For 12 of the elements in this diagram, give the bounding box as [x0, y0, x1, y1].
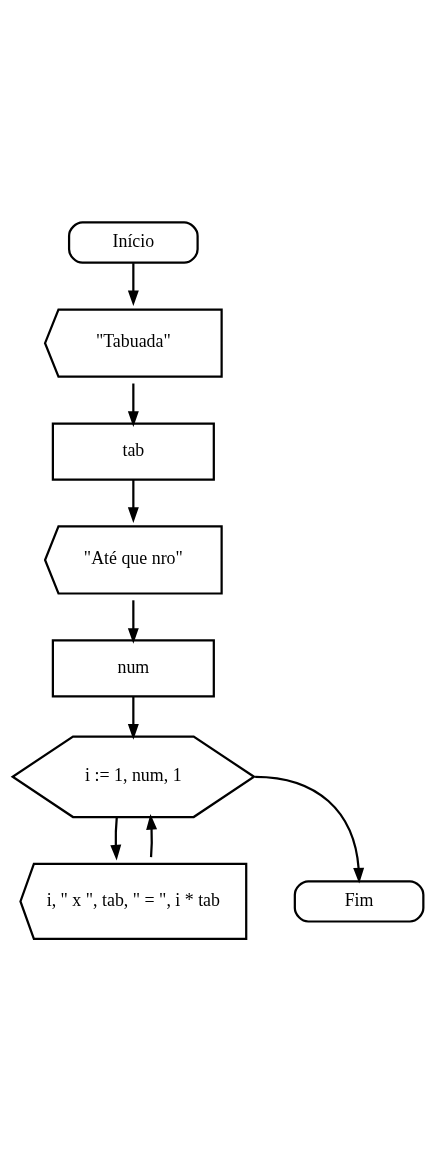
arrow [127, 696, 139, 740]
node-box: tab [51, 422, 215, 481]
node-box: Início [67, 221, 199, 264]
arrow [127, 383, 139, 427]
arrow [127, 480, 139, 523]
arrow [255, 775, 365, 884]
arrow [127, 600, 139, 644]
arrow [146, 813, 158, 858]
arrow [110, 817, 122, 861]
node-box: num [51, 639, 215, 698]
arrow [127, 263, 139, 307]
node-box: Fim [293, 880, 425, 923]
